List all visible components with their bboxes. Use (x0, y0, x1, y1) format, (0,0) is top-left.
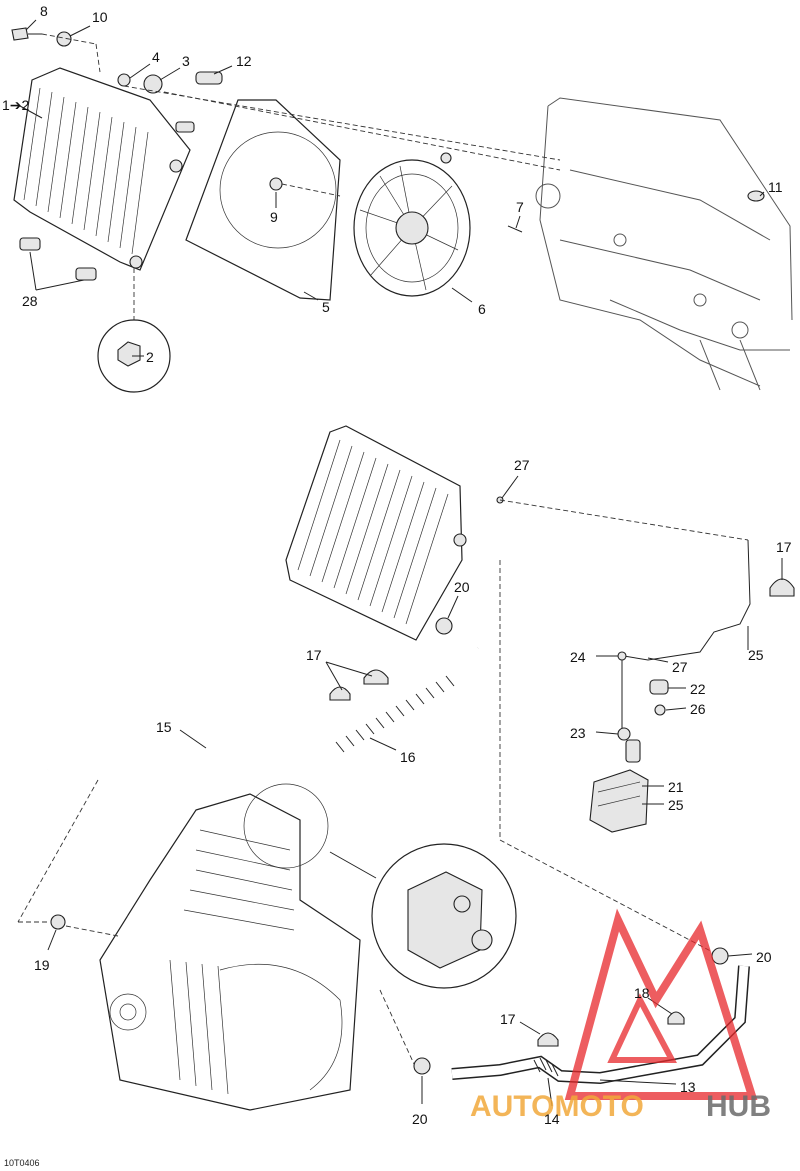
callout-20-right: 20 (756, 949, 772, 965)
reservoir-cap-22 (649, 679, 669, 695)
alignment-lines-top (41, 33, 561, 320)
clip-17-c (769, 578, 795, 597)
callout-17-right: 17 (776, 539, 792, 555)
callout-20-top: 20 (454, 579, 470, 595)
callout-19: 19 (34, 957, 50, 973)
callout-14: 14 (544, 1111, 560, 1127)
callout-28: 28 (22, 293, 38, 309)
clip-17-d (537, 1032, 559, 1047)
radiator-bottom (285, 425, 467, 641)
fan-shroud (185, 99, 341, 301)
callout-13: 13 (680, 1079, 696, 1095)
washer-10 (56, 31, 72, 47)
bolt-8 (11, 27, 42, 41)
grommet-11 (747, 190, 765, 202)
callout-9: 9 (270, 209, 278, 225)
clamp-20-bottom (413, 1057, 431, 1075)
callout-27-top: 27 (514, 457, 530, 473)
callout-25-bottom: 25 (668, 797, 684, 813)
callout-labels: 8 10 4 3 12 1➔2 9 11 7 5 6 28 2 27 17 20… (2, 3, 792, 1168)
nut-4 (117, 73, 131, 87)
screw-7 (507, 225, 523, 233)
callout-2: 2 (146, 349, 154, 365)
callout-18: 18 (634, 985, 650, 1001)
callout-23: 23 (570, 725, 586, 741)
washer-23 (617, 727, 631, 741)
callout-26: 26 (690, 701, 706, 717)
leader-detail (329, 851, 377, 879)
hose-14-corrugation (533, 1057, 559, 1077)
strainer (625, 739, 641, 763)
callout-1-2: 1➔2 (2, 97, 30, 113)
callout-16: 16 (400, 749, 416, 765)
alignment-lines-bottom (17, 779, 415, 1065)
cap-12-neck (175, 121, 195, 133)
callout-17-left: 17 (306, 647, 322, 663)
clip-18 (667, 1011, 685, 1025)
detail-circle-thermostat (371, 843, 517, 989)
callout-7: 7 (516, 199, 524, 215)
watermark-brand-part1: AUTOMOTO (470, 1090, 644, 1123)
callout-6: 6 (478, 301, 486, 317)
clamp-20-top (435, 617, 453, 635)
cap-12 (195, 71, 223, 85)
callout-17-bottom: 17 (500, 1011, 516, 1027)
clip-17-b (363, 669, 389, 685)
callout-8: 8 (40, 3, 48, 19)
gasket-26 (654, 704, 666, 716)
callout-10: 10 (92, 9, 108, 25)
cooling-fan (353, 152, 471, 297)
callout-5: 5 (322, 299, 330, 315)
figure-reference: 10T0406 (4, 1158, 40, 1168)
alignment-line-right-2 (499, 839, 721, 957)
callout-12: 12 (236, 53, 252, 69)
callout-21: 21 (668, 779, 684, 795)
watermark-brand-part2: HUB (706, 1090, 771, 1123)
clamp-20-right (711, 947, 729, 965)
radiator-top (13, 67, 191, 281)
clamp-19 (50, 914, 66, 930)
leader-lines (19, 19, 783, 1107)
fitting-24 (617, 651, 627, 661)
engine-detail-lens (243, 783, 329, 869)
watermark-logo (564, 908, 758, 1100)
callout-27-mid: 27 (672, 659, 688, 675)
clip-17-a (329, 686, 351, 701)
callout-22: 22 (690, 681, 706, 697)
vehicle-frame (535, 97, 793, 391)
coolant-reservoir (589, 769, 649, 833)
alignment-line-top-right (499, 499, 749, 541)
callout-11: 11 (768, 179, 783, 195)
engine (99, 793, 361, 1111)
callout-24: 24 (570, 649, 586, 665)
callout-3: 3 (182, 53, 190, 69)
grommet-3 (143, 74, 163, 94)
overflow-hose (623, 539, 751, 661)
callout-15: 15 (156, 719, 172, 735)
callout-25-top: 25 (748, 647, 764, 663)
callout-20-bottom: 20 (412, 1111, 428, 1127)
callout-4: 4 (152, 49, 160, 65)
